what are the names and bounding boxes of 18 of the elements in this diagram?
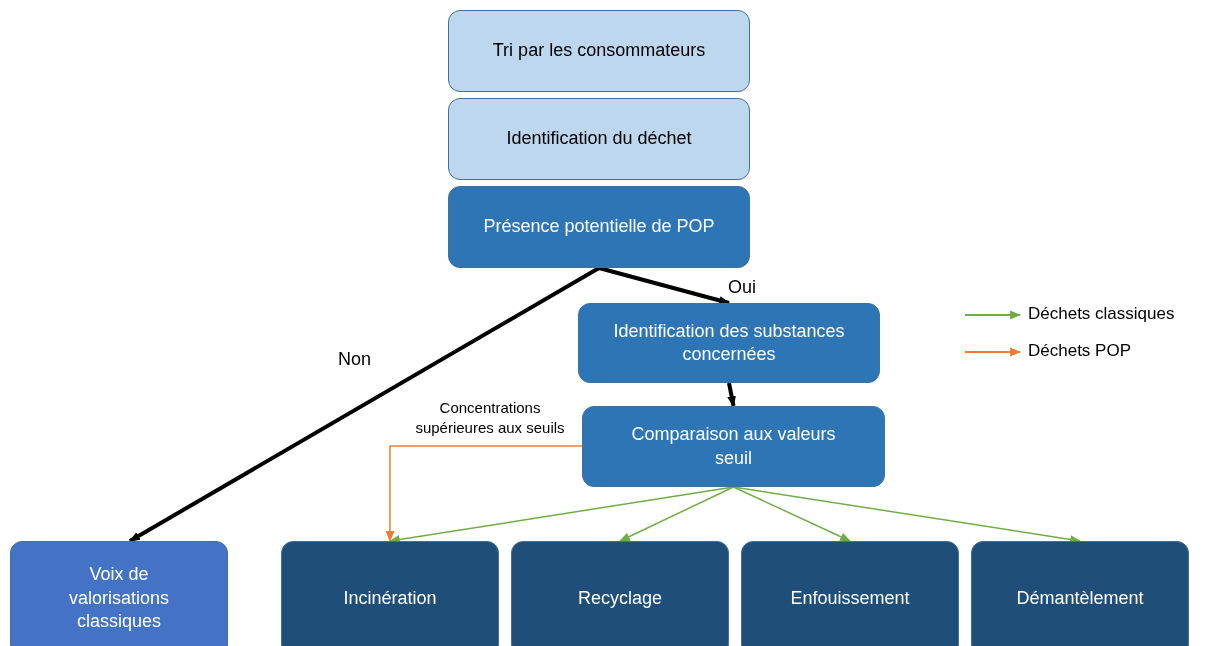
process-box: Démantèlement bbox=[971, 541, 1189, 646]
process-box: Voix de valorisations classiques bbox=[10, 541, 228, 646]
process-box: Recyclage bbox=[511, 541, 729, 646]
process-box: Incinération bbox=[281, 541, 499, 646]
arrow bbox=[727, 382, 736, 408]
arrow bbox=[385, 445, 583, 543]
process-box: Présence potentielle de POP bbox=[448, 186, 750, 268]
legend-label: Déchets POP bbox=[1028, 341, 1131, 361]
arrow bbox=[619, 486, 735, 542]
process-box: Comparaison aux valeurs seuil bbox=[582, 406, 885, 487]
legend-label: Déchets classiques bbox=[1028, 304, 1175, 324]
arrow bbox=[598, 266, 731, 305]
process-box: Tri par les consommateurs bbox=[448, 10, 750, 92]
process-box: Enfouissement bbox=[741, 541, 959, 646]
process-box: Identification des substances concernées bbox=[578, 303, 880, 383]
arrow bbox=[732, 486, 851, 542]
arrow bbox=[128, 266, 600, 543]
process-box: Identification du déchet bbox=[448, 98, 750, 180]
